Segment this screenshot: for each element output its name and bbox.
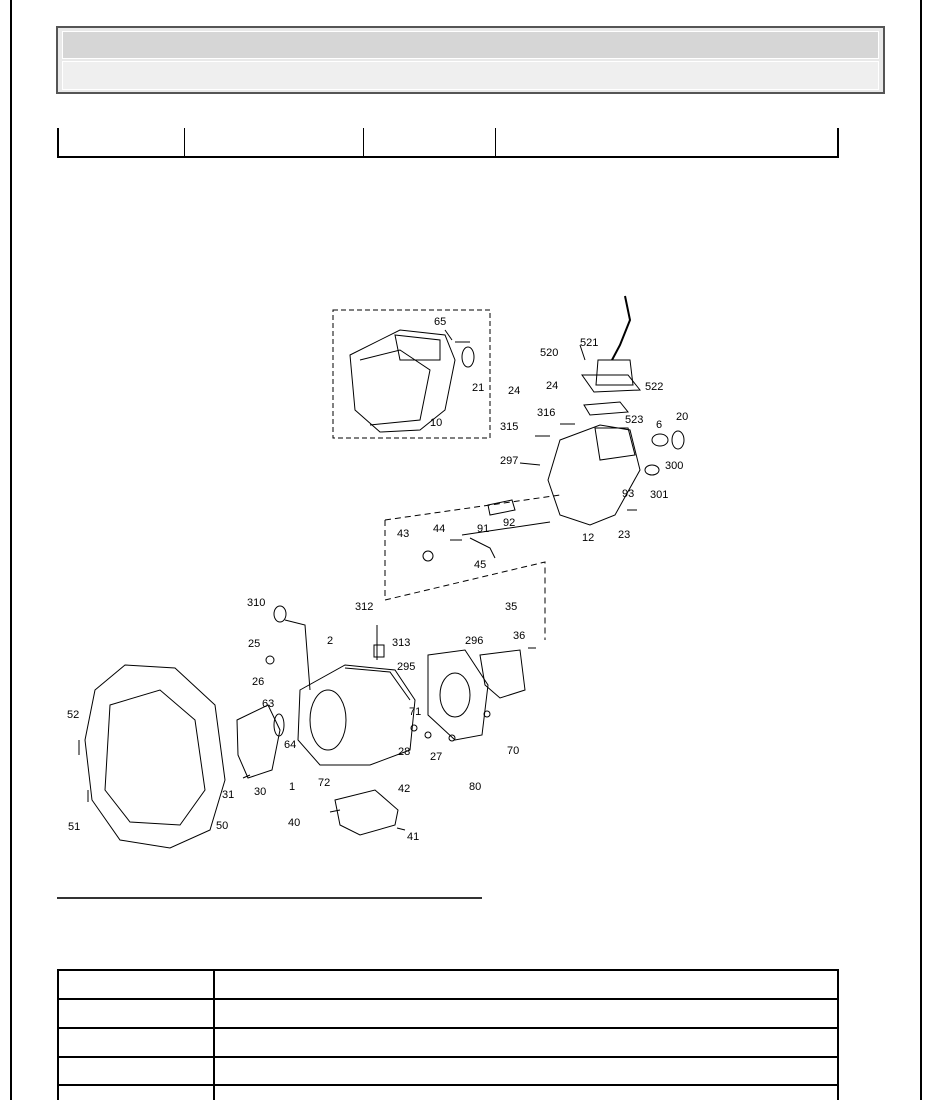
callout-label: 27: [430, 751, 442, 763]
callout-label: 523: [625, 414, 643, 426]
switch-300: [644, 464, 660, 476]
callout-label: 52: [67, 709, 79, 721]
callout-label: 12: [582, 532, 594, 544]
plug-43: [422, 550, 434, 562]
top-table-divider: [184, 128, 185, 156]
cover-35: [479, 649, 526, 699]
callout-label: 93: [622, 488, 634, 500]
top-table: [57, 128, 839, 158]
callout-label: 521: [580, 337, 598, 349]
bearing-retainer: [236, 704, 281, 779]
parts-table: [57, 969, 839, 1100]
callout-label: 6: [656, 419, 662, 431]
table-row: [59, 971, 837, 1000]
callout-label: 1: [289, 781, 295, 793]
callout-label: 43: [397, 528, 409, 540]
callout-label: 24: [546, 380, 558, 392]
document-header: [56, 26, 885, 94]
intermediate-plate: [427, 649, 489, 741]
callout-label: 65: [434, 316, 446, 328]
clutch-housing: [84, 664, 226, 849]
shifter-boot: [595, 359, 634, 386]
callout-label: 51: [68, 821, 80, 833]
callout-label: 70: [507, 745, 519, 757]
callout-label: 296: [465, 635, 483, 647]
callout-label: 310: [247, 597, 265, 609]
callout-label: 91: [477, 523, 489, 535]
table-row: [59, 1029, 837, 1058]
callout-label: 44: [433, 523, 445, 535]
section-divider: [57, 897, 482, 899]
callout-label: 316: [537, 407, 555, 419]
callout-label: 300: [665, 460, 683, 472]
callout-label: 28: [398, 746, 410, 758]
callout-label: 25: [248, 638, 260, 650]
callout-label: 2: [327, 635, 333, 647]
cover-42: [334, 789, 399, 836]
callout-label: 301: [650, 489, 668, 501]
seal-1: [273, 713, 285, 737]
callout-label: 64: [284, 739, 296, 751]
shift-lever: [611, 295, 632, 361]
callout-label: 312: [355, 601, 373, 613]
top-table-divider: [495, 128, 496, 156]
callout-label: 20: [676, 411, 688, 423]
callout-label: 45: [474, 559, 486, 571]
inset-dashed-box: [332, 309, 491, 439]
transmission-case: [297, 664, 416, 766]
callout-label: 35: [505, 601, 517, 613]
callout-label: 23: [618, 529, 630, 541]
seal-21: [461, 346, 475, 368]
callout-label: 40: [288, 817, 300, 829]
table-row: [59, 1057, 837, 1086]
callout-label: 42: [398, 783, 410, 795]
callout-label: 313: [392, 637, 410, 649]
plug-25: [265, 655, 275, 665]
callout-label: 315: [500, 421, 518, 433]
bracket-313: [373, 644, 385, 658]
callout-label: 24: [508, 385, 520, 397]
callout-label: 297: [500, 455, 518, 467]
extension-housing: [349, 329, 456, 433]
header-subtitle-bar: [62, 61, 879, 90]
gasket-522: [583, 401, 629, 416]
table-row: [59, 1000, 837, 1029]
callout-label: 41: [407, 831, 419, 843]
callout-label: 26: [252, 676, 264, 688]
callout-label: 80: [469, 781, 481, 793]
callout-label: 520: [540, 347, 558, 359]
transmission-exploded-diagram: 65 21 10 520 521 24 24 522 316 315 523 6…: [67, 295, 688, 849]
top-table-divider: [363, 128, 364, 156]
callout-label: 10: [430, 417, 442, 429]
callout-label: 30: [254, 786, 266, 798]
callout-label: 71: [409, 706, 421, 718]
header-title-bar: [62, 31, 879, 59]
callout-label: 72: [318, 777, 330, 789]
callout-label: 50: [216, 820, 228, 832]
callout-label: 31: [222, 789, 234, 801]
callout-label: 522: [645, 381, 663, 393]
callout-label: 63: [262, 698, 274, 710]
callout-label: 36: [513, 630, 525, 642]
parts-table-column-divider: [213, 971, 215, 1100]
adapter-housing: [547, 424, 641, 526]
shift-rail: [461, 521, 551, 536]
bushing-6: [651, 433, 669, 447]
detent-91: [487, 499, 516, 516]
callout-label: 21: [472, 382, 484, 394]
callout-label: 92: [503, 517, 515, 529]
callout-labels: 65 21 10 520 521 24 24 522 316 315 523 6…: [67, 316, 688, 843]
seal-20: [671, 430, 685, 450]
callout-label: 295: [397, 661, 415, 673]
page-border: [10, 0, 922, 1100]
sensor-310: [273, 605, 287, 623]
